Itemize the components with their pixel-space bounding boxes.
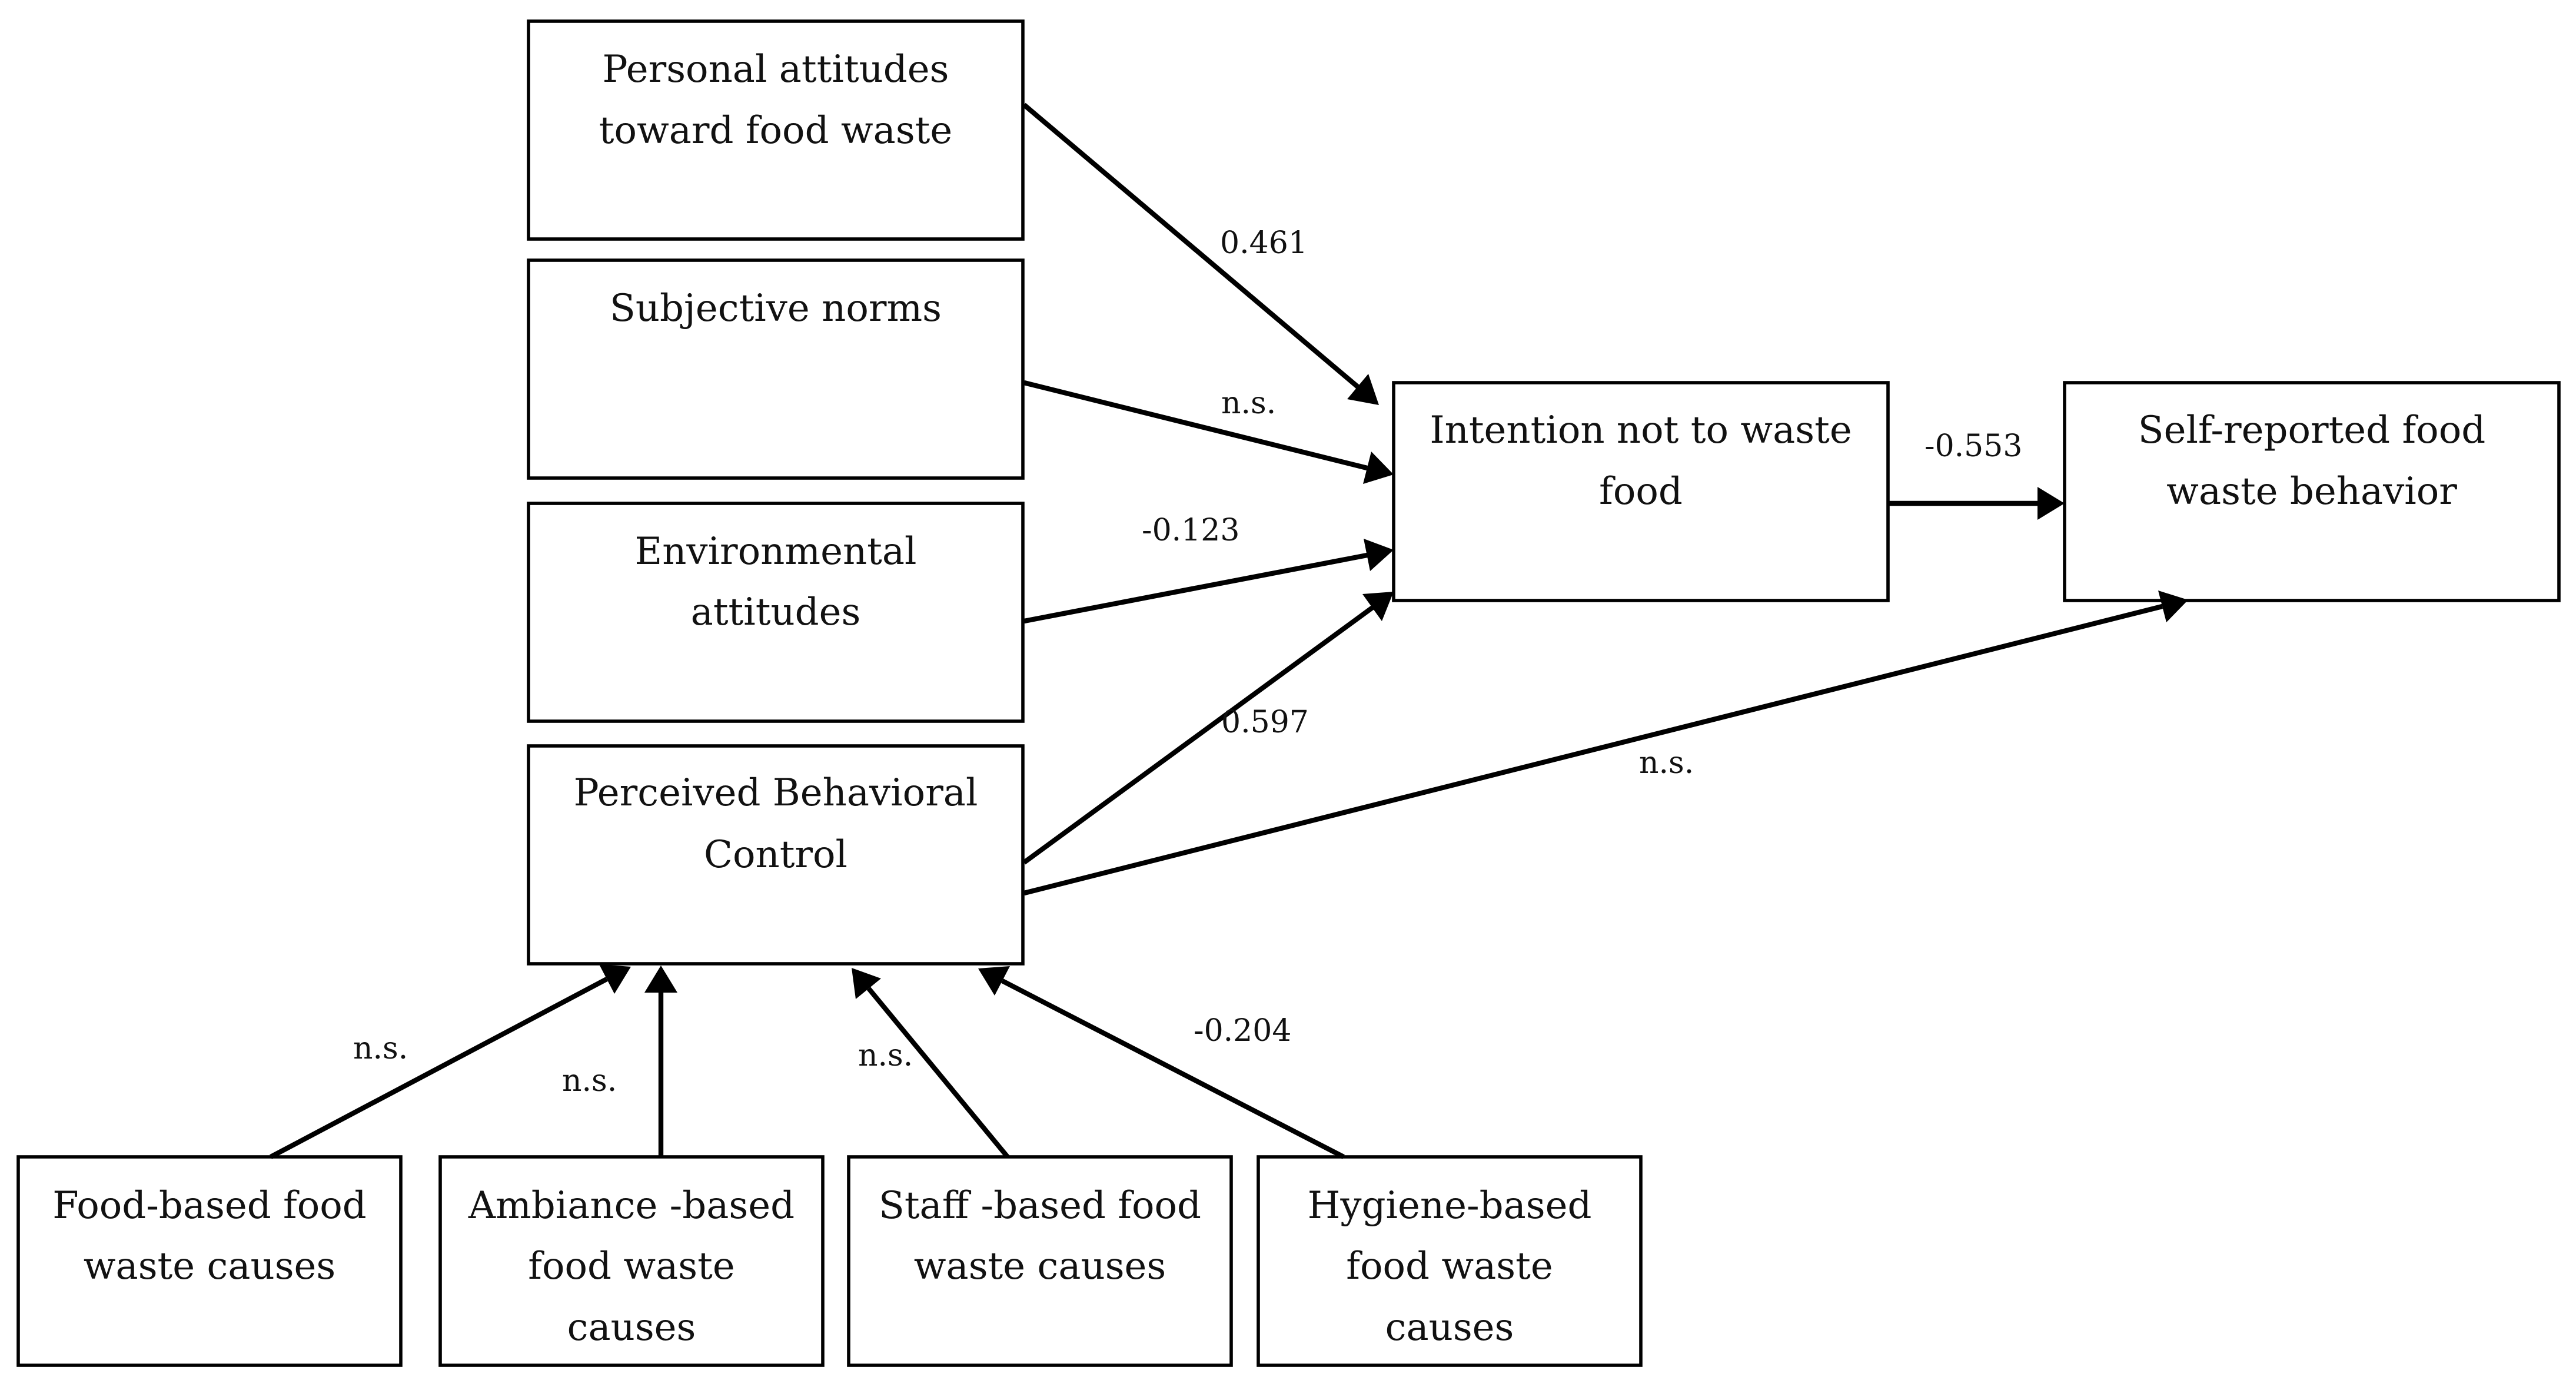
box-label-line: waste causes (84, 1245, 336, 1288)
box-label-line: causes (1385, 1306, 1514, 1349)
coef-attitudes-to-intention: 0.461 (1220, 225, 1308, 261)
arrow-staff-cause-to-pbc (852, 968, 1010, 1159)
box-personal-attitudes: Personal attitudes toward food waste (527, 19, 1025, 241)
box-food-based-causes: Food-based food waste causes (16, 1155, 403, 1367)
coef-intention-to-behavior: -0.553 (1924, 429, 2022, 464)
box-label-line: Perceived Behavioral (574, 771, 978, 815)
arrow-attitudes-to-intention (1022, 102, 1379, 405)
coef-hygiene-cause-to-pbc: -0.204 (1194, 1013, 1291, 1049)
arrow-norms-to-intention (1023, 380, 1394, 484)
box-label-line: Hygiene-based (1308, 1184, 1592, 1228)
box-environmental-attitudes: Environmental attitudes (527, 502, 1025, 723)
coef-norms-to-intention: n.s. (1221, 386, 1276, 421)
box-label-line: waste causes (914, 1245, 1166, 1288)
box-label-line: causes (567, 1306, 696, 1349)
arrow-pbc-to-behavior (1023, 591, 2188, 896)
arrow-environmental-to-intention (1023, 539, 1394, 624)
box-label-line: Self-reported food (2138, 409, 2485, 452)
box-hygiene-based-causes: Hygiene-based food waste causes (1257, 1155, 1643, 1367)
box-ambiance-based-causes: Ambiance -based food waste causes (438, 1155, 825, 1367)
box-label-line: Ambiance -based (468, 1184, 795, 1228)
box-label-line: Personal attitudes (603, 48, 949, 91)
arrow-ambiance-cause-to-pbc (644, 966, 677, 1157)
box-subjective-norms: Subjective norms (527, 258, 1025, 480)
arrow-food-cause-to-pbc (270, 964, 631, 1159)
box-perceived-behavioral-control: Perceived Behavioral Control (527, 744, 1025, 966)
box-label-line: food waste (528, 1245, 734, 1288)
coef-environmental-to-intention: -0.123 (1142, 513, 1239, 548)
box-label-line: Intention not to waste (1430, 409, 1852, 452)
box-label-line: waste behavior (2166, 470, 2457, 513)
arrow-hygiene-cause-to-pbc (978, 966, 1345, 1159)
box-label-line: Subjective norms (610, 287, 942, 330)
box-label-line: food (1599, 470, 1683, 513)
box-staff-based-causes: Staff -based food waste causes (847, 1155, 1233, 1367)
coef-pbc-to-intention: 0.597 (1221, 705, 1309, 740)
arrow-pbc-to-intention (1022, 592, 1394, 865)
box-label-line: food waste (1346, 1245, 1553, 1288)
box-label-line: Staff -based food (879, 1184, 1201, 1228)
coef-food-cause-to-pbc: n.s. (353, 1031, 408, 1066)
coef-ambiance-cause-to-pbc: n.s. (562, 1063, 617, 1099)
box-intention-not-to-waste: Intention not to waste food (1392, 381, 1890, 602)
arrow-intention-to-behavior (1889, 487, 2065, 520)
box-label-line: toward food waste (599, 109, 953, 152)
box-self-reported-behavior: Self-reported food waste behavior (2063, 381, 2561, 602)
box-label-line: attitudes (691, 591, 861, 634)
coef-staff-cause-to-pbc: n.s. (858, 1038, 913, 1073)
box-label-line: Environmental (634, 530, 916, 573)
box-label-line: Control (704, 833, 847, 877)
coef-pbc-to-behavior: n.s. (1639, 745, 1694, 781)
box-label-line: Food-based food (52, 1184, 366, 1228)
